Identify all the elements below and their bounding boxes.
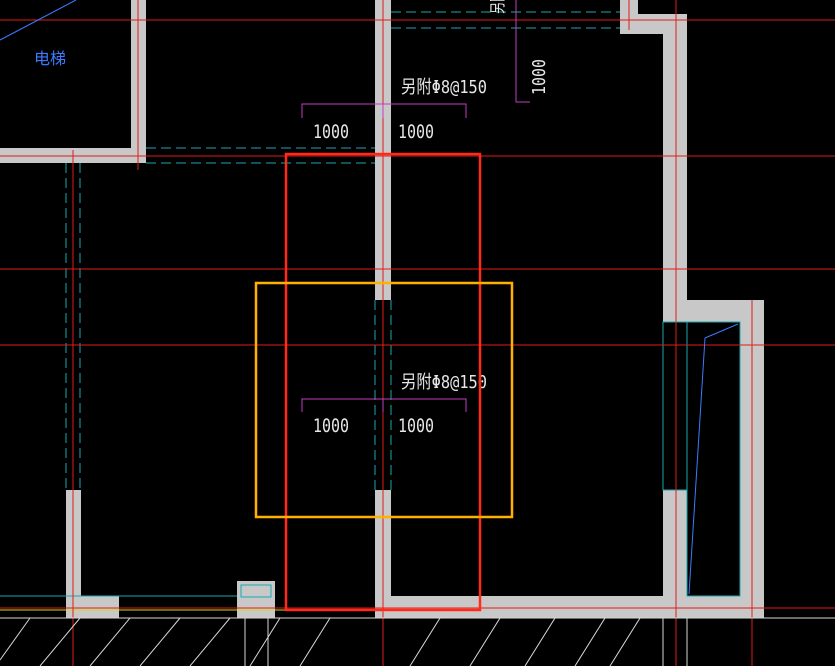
dim-text-lower-right: 1000 [398, 415, 434, 437]
rebar-note-top-partial: 另附 [488, 0, 507, 14]
wall-column-bottom [237, 581, 275, 618]
right-wall-opening [662, 321, 688, 491]
dim-lower [301, 398, 467, 412]
ground-hatch [0, 617, 835, 666]
shaft-diagonal [688, 337, 706, 595]
dim-upper [301, 103, 467, 118]
rebar-note-lower: 另附Φ8@150 [401, 372, 487, 393]
rebar-note-upper: 另附Φ8@150 [401, 77, 487, 98]
wall-right-shaft-bottom [687, 596, 764, 618]
column-void [240, 584, 272, 598]
dim-text-upper-left: 1000 [313, 121, 349, 143]
selection-box-red[interactable] [284, 152, 482, 612]
dim-text-upper-right: 1000 [398, 121, 434, 143]
dim-vertical [515, 0, 530, 103]
selection-box-yellow[interactable] [254, 281, 514, 519]
shaft-diagonal-top [704, 323, 739, 339]
elevator-label: 电梯 [34, 49, 66, 68]
dim-text-lower-left: 1000 [313, 415, 349, 437]
walls [0, 0, 764, 618]
shaft-void [686, 321, 741, 597]
elevator-diagonal [0, 0, 77, 41]
dimensions [301, 0, 530, 412]
wall-left-bottom [66, 596, 119, 618]
dim-text-vertical: 1000 [529, 59, 550, 95]
wall-bottom-long [375, 596, 687, 618]
wall-right-vertical [663, 14, 687, 618]
cyan-outlines [0, 11, 741, 611]
